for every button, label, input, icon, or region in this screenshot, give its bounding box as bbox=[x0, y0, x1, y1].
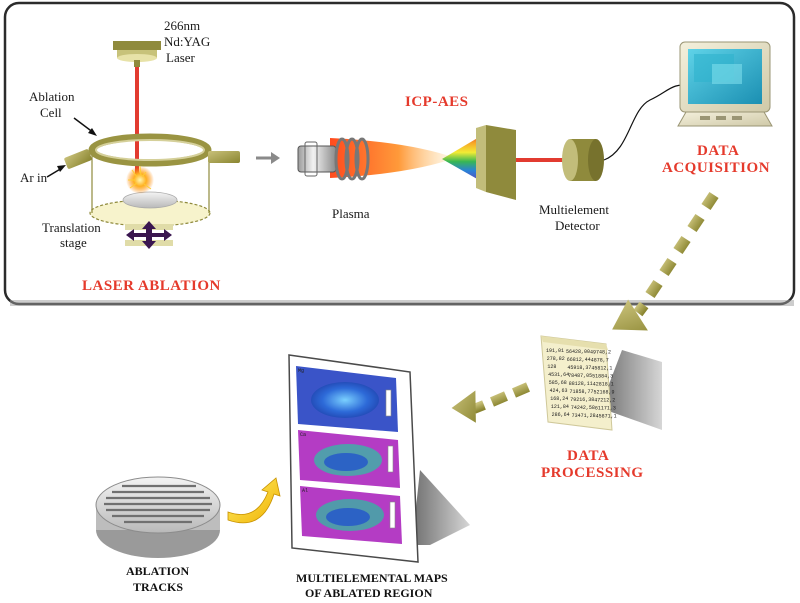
torch-coils bbox=[334, 137, 370, 181]
maps-title-line1: MULTIELEMENTAL MAPS bbox=[296, 571, 448, 585]
gas-inlet-tube bbox=[64, 149, 92, 169]
translation-stage-icon bbox=[125, 221, 173, 249]
plasma-flame bbox=[330, 138, 455, 178]
data-sheet-icon bbox=[540, 335, 662, 431]
tracks-title-line2: TRACKS bbox=[133, 580, 183, 594]
map-panel-label-mg: Mg bbox=[298, 368, 304, 374]
laser-icon bbox=[113, 41, 161, 67]
data-sheet-cell: 61171,3 bbox=[595, 406, 616, 412]
ablated-sample-disk bbox=[95, 476, 221, 558]
data-sheet-cell: 66812,44 bbox=[567, 357, 591, 363]
data-sheet-cell: 424,63 bbox=[550, 388, 568, 394]
curved-arrow-to-maps bbox=[227, 477, 281, 524]
map-panel-al: Al bbox=[300, 486, 402, 544]
flow-arrow bbox=[256, 152, 280, 164]
ar-in-pointer-arrow bbox=[46, 165, 66, 178]
data-sheet-cell: 71858,77 bbox=[570, 389, 594, 395]
dashed-arrow-to-processing bbox=[612, 191, 719, 331]
data-sheet-cell: 168,24 bbox=[550, 396, 568, 402]
stage-label-line1: Translation bbox=[42, 220, 101, 235]
maps-title-line2: OF ABLATED REGION bbox=[305, 586, 433, 600]
data-sheet-cell: 128 bbox=[547, 364, 556, 370]
data-sheet-cell: 42818,1 bbox=[593, 382, 614, 388]
map-panel-ca: Ca bbox=[298, 430, 400, 488]
data-sheet-cell: 45871,1 bbox=[596, 414, 617, 420]
panel-shadow bbox=[10, 300, 794, 306]
data-acquisition-title-line1: DATA bbox=[697, 143, 739, 159]
data-sheet-cell: 4531,64 bbox=[548, 372, 569, 378]
detector-icon bbox=[562, 139, 604, 181]
ablation-cell bbox=[88, 133, 212, 227]
data-sheet-cell: 585,68 bbox=[549, 380, 567, 386]
data-sheet-cell: 45812,1 bbox=[591, 366, 612, 372]
ar-in-label: Ar in bbox=[20, 170, 48, 185]
data-sheet-cell: 286,64 bbox=[552, 412, 570, 418]
data-sheet-cell: 79216,38 bbox=[570, 397, 594, 403]
laser-ablation-title: LASER ABLATION bbox=[82, 278, 221, 294]
map-panel-label-ca: Ca bbox=[300, 432, 306, 438]
spectrometer-face bbox=[476, 125, 486, 192]
plasma-torch-icon bbox=[297, 137, 455, 181]
spectrometer-block bbox=[486, 125, 516, 200]
cell-label-line2: Cell bbox=[40, 105, 62, 120]
data-sheet-cell: 49748,2 bbox=[590, 350, 611, 356]
data-sheet-cell: 73471,28 bbox=[572, 413, 596, 419]
data-sheet-cell: 56428,00 bbox=[566, 349, 590, 355]
data-sheet-cell: 52168,9 bbox=[594, 390, 615, 396]
map-panel-label-al: Al bbox=[302, 488, 308, 494]
dashed-arrow-to-maps bbox=[451, 382, 530, 423]
laser-label-line2: Nd:YAG bbox=[164, 34, 210, 49]
data-sheet-cell: 51884,3 bbox=[592, 374, 613, 380]
spark-rays bbox=[128, 165, 152, 190]
gas-outlet-tube bbox=[208, 151, 240, 163]
data-processing-title-line1: DATA bbox=[567, 448, 609, 464]
dispersed-spectrum bbox=[442, 133, 486, 184]
detector-label-line2: Detector bbox=[555, 218, 600, 233]
data-sheet-cell: 278,82 bbox=[547, 356, 565, 362]
data-sheet-cell: 74242,58 bbox=[571, 405, 595, 411]
data-sheet-cell: 4878,7 bbox=[591, 358, 609, 364]
data-sheet-cell: 191,01 bbox=[546, 348, 564, 354]
cell-pointer-arrow bbox=[73, 117, 97, 136]
sample-disk bbox=[122, 191, 178, 209]
data-sheet-cell: 88128,11 bbox=[569, 381, 593, 387]
data-sheet-cell: 78487,05 bbox=[568, 373, 592, 379]
data-sheet-cell: 121,84 bbox=[551, 404, 569, 410]
icp-aes-title: ICP-AES bbox=[405, 94, 469, 110]
map-panel-mg: Mg bbox=[296, 366, 398, 432]
stage-label-line2: stage bbox=[60, 235, 87, 250]
laser-label-line3: Laser bbox=[166, 50, 196, 65]
data-sheet-cell: 47212,2 bbox=[594, 398, 615, 404]
ablation-spark bbox=[126, 166, 154, 194]
data-sheet-cell: 45918,37 bbox=[567, 365, 591, 371]
data-cable bbox=[603, 84, 691, 161]
data-processing-title-line2: PROCESSING bbox=[541, 465, 644, 481]
data-acquisition-title-line2: ACQUISITION bbox=[662, 160, 770, 176]
ablation-track-lines bbox=[104, 484, 212, 524]
laser-label-line1: 266nm bbox=[164, 18, 200, 33]
map-colorbars bbox=[385, 389, 396, 529]
plasma-label: Plasma bbox=[332, 206, 370, 221]
computer-icon bbox=[677, 41, 773, 127]
data-sheet-values: 191,01 278,82 128 4531,64 585,68 424,63 168,24… bbox=[546, 348, 617, 420]
tracks-title-line1: ABLATION bbox=[126, 564, 189, 578]
cell-label-line1: Ablation bbox=[29, 89, 75, 104]
detector-label-line1: Multielement bbox=[539, 202, 609, 217]
